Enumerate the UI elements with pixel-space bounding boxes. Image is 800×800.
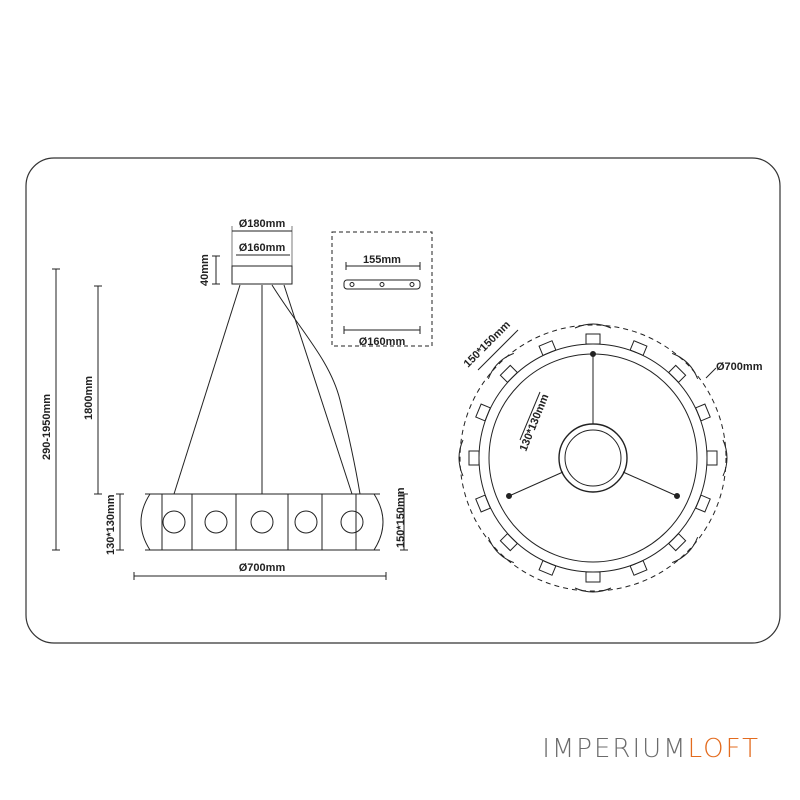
mount-diameter-label: Ø160mm [359,336,406,348]
mount-width-label: 155mm [363,254,401,266]
mount-detail [331,231,433,347]
top-view-small-shade-label: 130*130mm [518,392,552,453]
top-view-diameter-label: Ø700mm [716,361,763,373]
right-shade-label: 150*150mm [395,487,407,548]
side-view [52,226,408,580]
plate-height-label: 40mm [199,254,211,286]
brand-logo: IMPERIUMLOFT [542,734,760,764]
drawing-frame [25,157,781,644]
brand-logo-part2: LOFT [687,734,760,764]
brand-logo-part1: IMPERIUM [542,734,688,764]
top-plate-inner-label: Ø160mm [239,242,286,254]
cable-length-label: 1800mm [83,376,95,420]
ring-shades [458,323,728,593]
top-view [458,323,728,593]
total-height-label: 290-1950mm [41,394,53,460]
ring-diameter-label: Ø700mm [239,562,286,574]
top-plate-outer-label: Ø180mm [239,218,286,230]
left-shade-label: 130*130mm [105,494,117,555]
top-view-large-shade-label: 150*150mm [462,319,513,370]
